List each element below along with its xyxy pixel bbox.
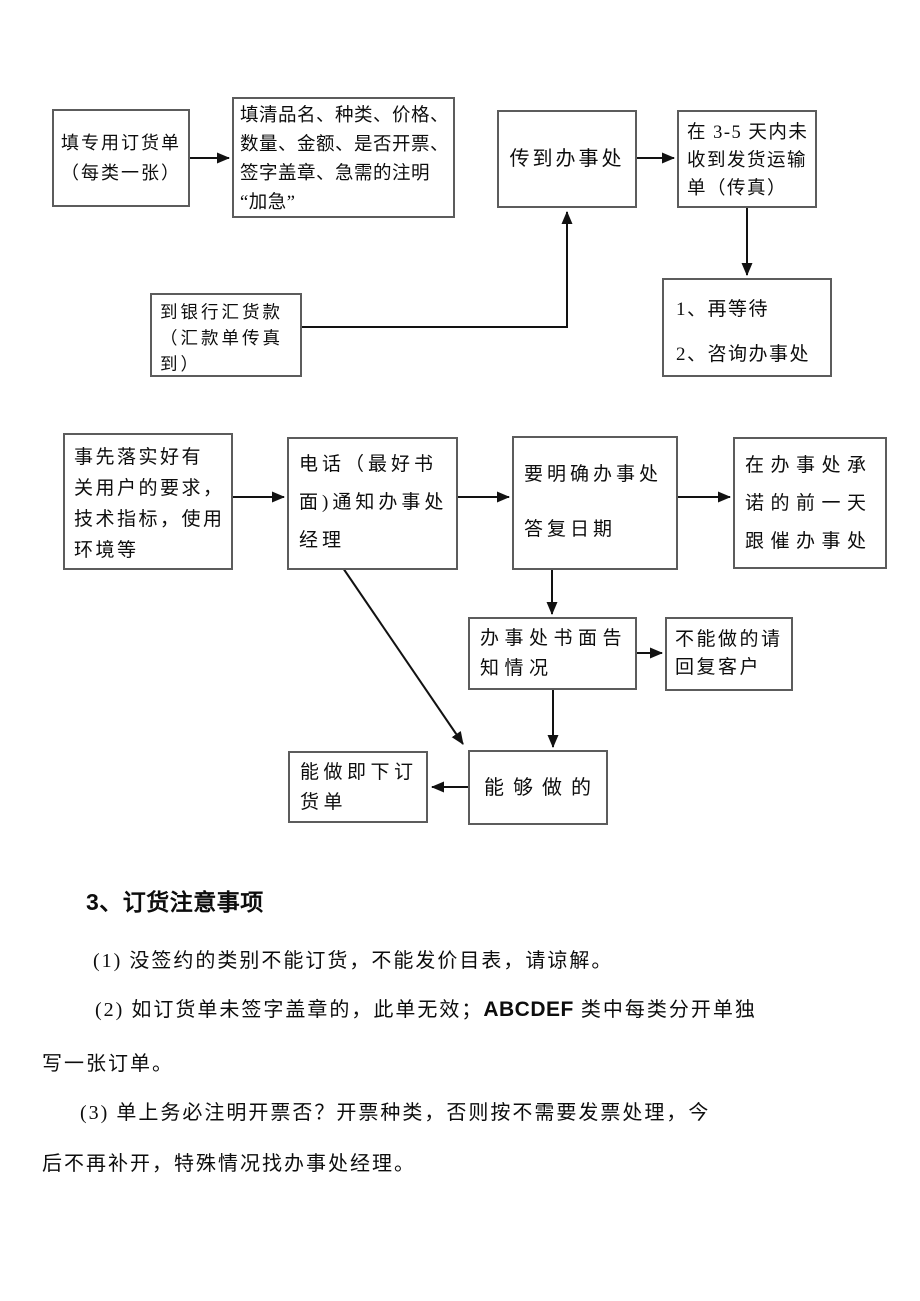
flow-node-cannot-do-reply: 不能做的请 回复客户 bbox=[665, 617, 793, 691]
note-item-1: (1) 没签约的类别不能订货，不能发价目表，请谅解。 bbox=[93, 950, 614, 972]
text-line: 电话（最好书 bbox=[299, 454, 438, 475]
flow-node-notify-manager: 电话（最好书 面)通知办事处 经理 bbox=[287, 437, 458, 570]
arrow-notify-to-cando bbox=[342, 567, 464, 745]
flow-node-send-to-office: 传到办事处 bbox=[497, 110, 637, 208]
text-line: 收到发货运输 bbox=[687, 151, 808, 171]
flow-node-bank-remit: 到银行汇货款 （汇款单传真 到） bbox=[150, 293, 302, 377]
text-line: 办事处书面告 bbox=[480, 628, 628, 649]
flow-node-follow-up-day-before: 在办事处承 诺的前一天 跟催办事处 bbox=[733, 437, 887, 569]
text-line: 不能做的请 bbox=[675, 629, 783, 650]
text-line: 到银行汇货款 bbox=[160, 302, 283, 322]
note-item-2-category-codes: ABCDEF bbox=[483, 998, 574, 1021]
flow-node-written-notice: 办事处书面告 知情况 bbox=[468, 617, 637, 690]
text-line: （每类一张） bbox=[61, 163, 181, 183]
flow-node-clarify-reply-date: 要明确办事处 答复日期 bbox=[512, 436, 678, 570]
text-line: 签字盖章、急需的注明 bbox=[240, 164, 431, 184]
flow-node-fill-order-form: 填专用订货单 （每类一张） bbox=[52, 109, 190, 207]
note-item-2-pre: (2) 如订货单未签字盖章的，此单无效； bbox=[95, 999, 484, 1021]
text-line: 回复客户 bbox=[675, 657, 762, 678]
text-line: 到） bbox=[160, 354, 201, 374]
text-line: （汇款单传真 bbox=[160, 328, 283, 348]
text-line: 能够做的 bbox=[484, 776, 600, 799]
text-line: 传到办事处 bbox=[509, 148, 625, 170]
flow-node-can-do: 能够做的 bbox=[468, 750, 608, 825]
text-line: 面)通知办事处 bbox=[299, 492, 448, 513]
text-line: 填清品名、种类、价格、 bbox=[240, 106, 450, 126]
text-line: 事先落实好有 bbox=[74, 447, 204, 468]
flow-node-confirm-requirements: 事先落实好有 关用户的要求， 技术指标，使用 环境等 bbox=[63, 433, 233, 570]
text-line: 货单 bbox=[300, 792, 348, 813]
text-line: 关用户的要求， bbox=[74, 478, 225, 499]
text-line: 技术指标，使用 bbox=[74, 509, 225, 530]
arrow-bank-to-office bbox=[302, 211, 573, 328]
text-line: 1、再等待 bbox=[676, 299, 770, 320]
text-line: 能做即下订 bbox=[300, 762, 418, 783]
text-line: 知情况 bbox=[480, 658, 554, 679]
text-line: 填专用订货单 bbox=[61, 133, 181, 153]
note-item-3-line-1: (3) 单上务必注明开票否？开票种类，否则按不需要发票处理，今 bbox=[80, 1102, 711, 1124]
flow-node-place-order: 能做即下订 货单 bbox=[288, 751, 428, 823]
flow-node-fill-details: 填清品名、种类、价格、 数量、金额、是否开票、 签字盖章、急需的注明 “加急” bbox=[232, 97, 455, 218]
text-line: “加急” bbox=[240, 193, 296, 213]
text-line: 在 3-5 天内未 bbox=[687, 123, 809, 143]
text-line: 答复日期 bbox=[524, 519, 617, 540]
text-line: 诺的前一天 bbox=[745, 493, 873, 514]
note-item-2-post: 类中每类分开单独 bbox=[573, 999, 757, 1021]
note-item-2-line-1: (2) 如订货单未签字盖章的，此单无效；ABCDEF 类中每类分开单独 bbox=[95, 993, 757, 1022]
text-line: 2、咨询办事处 bbox=[676, 344, 811, 365]
text-line: 经理 bbox=[299, 530, 346, 551]
text-line: 环境等 bbox=[74, 540, 139, 561]
note-item-2-line-2: 写一张订单。 bbox=[42, 1053, 174, 1075]
text-line: 要明确办事处 bbox=[524, 464, 663, 485]
note-item-3-line-2: 后不再补开，特殊情况找办事处经理。 bbox=[42, 1153, 416, 1175]
notes-heading: 3、订货注意事项 bbox=[86, 889, 264, 915]
flow-node-no-shipping-doc: 在 3-5 天内未 收到发货运输 单（传真） bbox=[677, 110, 817, 208]
text-line: 单（传真） bbox=[687, 179, 788, 199]
text-line: 数量、金额、是否开票、 bbox=[240, 135, 450, 155]
flow-node-wait-or-consult: 1、再等待 2、咨询办事处 bbox=[662, 278, 832, 377]
text-line: 跟催办事处 bbox=[745, 531, 873, 552]
text-line: 在办事处承 bbox=[745, 455, 873, 476]
